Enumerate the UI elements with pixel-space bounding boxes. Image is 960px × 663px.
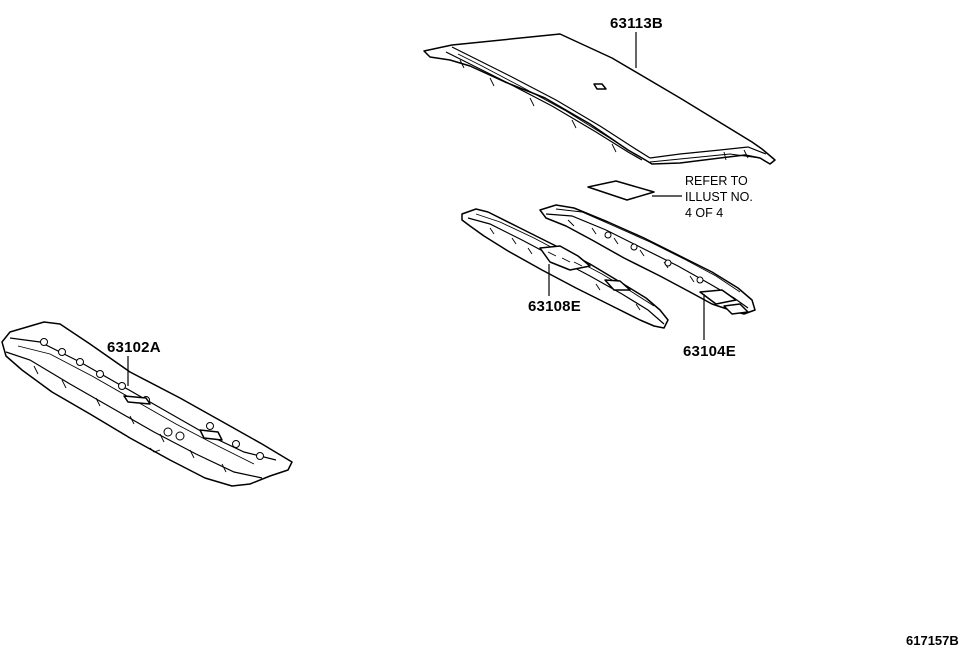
illustration-code: 617157B (906, 633, 959, 648)
note-line-2: ILLUST NO. (685, 190, 753, 204)
roof-panel (423, 33, 776, 165)
roof-bow-left (461, 208, 669, 329)
front-header-panel (1, 321, 293, 487)
leader-lines (127, 32, 705, 386)
note-plate (587, 180, 655, 201)
label-63113B: 63113B (610, 15, 663, 32)
label-63104E: 63104E (683, 343, 736, 360)
note-line-3: 4 OF 4 (685, 206, 723, 220)
roof-bow-right (539, 204, 756, 315)
label-63102A: 63102A (107, 339, 161, 356)
label-63108E: 63108E (528, 298, 581, 315)
note-line-1: REFER TO (685, 174, 748, 188)
